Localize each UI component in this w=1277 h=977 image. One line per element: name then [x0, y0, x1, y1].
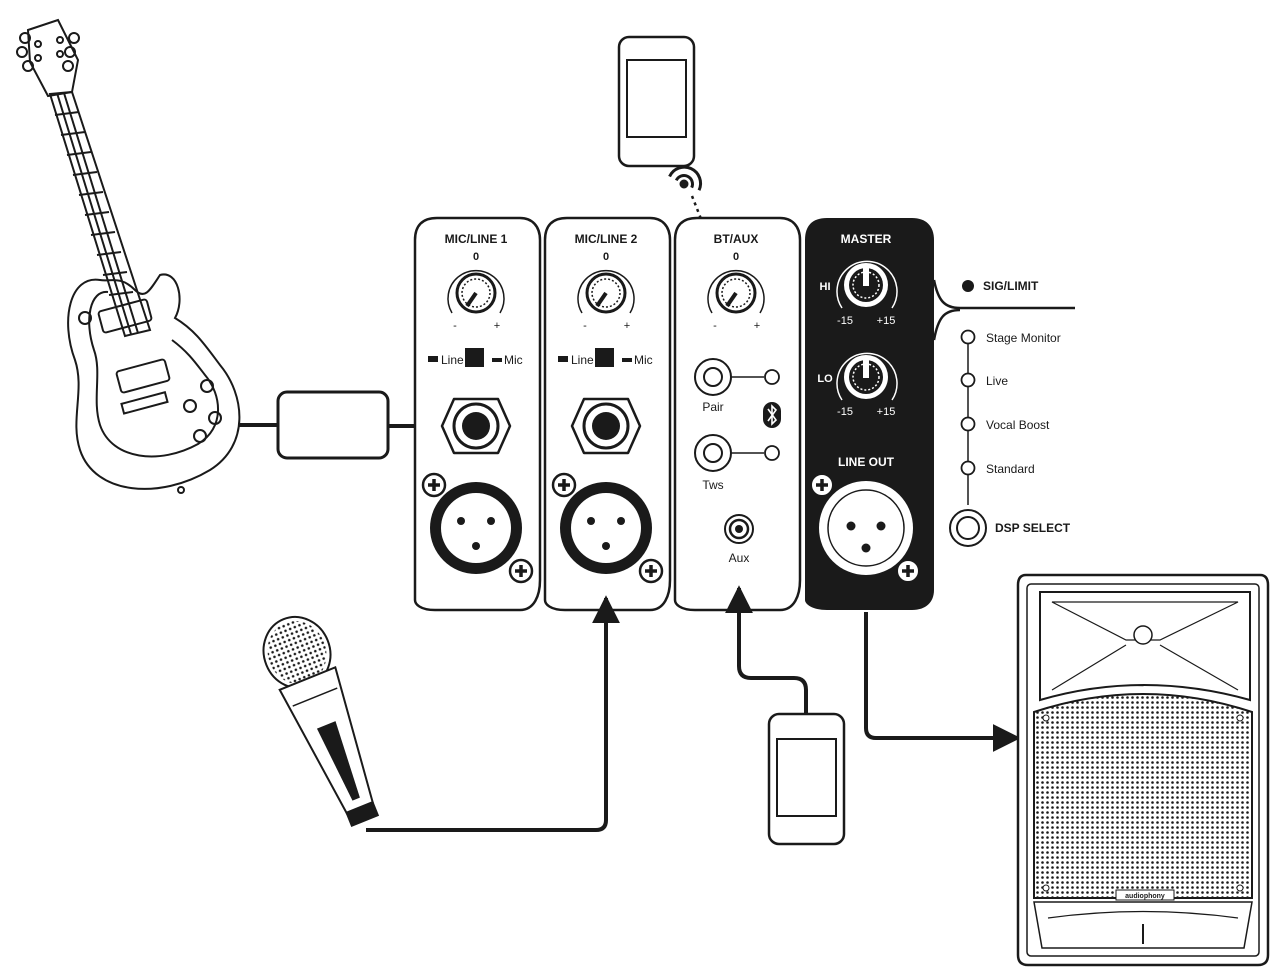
aux-input-jack[interactable]: [724, 514, 754, 544]
dsp-led-vocal-boost: [960, 416, 976, 432]
screw-icon: [508, 558, 534, 584]
tws-button[interactable]: [694, 434, 732, 472]
bt-aux-panel: BT/AUX 0 - + Pair Tws: [673, 216, 802, 612]
channel-1-gain-max: +: [494, 320, 500, 332]
master-title: MASTER: [841, 232, 892, 246]
channel-1-line-label: Line: [441, 353, 464, 367]
hi-eq-max: +15: [877, 315, 896, 327]
sig-limit-label: SIG/LIMIT: [983, 279, 1039, 293]
dsp-led-stage-monitor: [960, 329, 976, 345]
bluetooth-icon: [763, 402, 781, 428]
phone-icon: [617, 35, 696, 168]
screw-icon: [638, 558, 664, 584]
channel-2-gain-min: -: [583, 320, 587, 332]
lo-eq-max: +15: [877, 406, 896, 418]
wireless-signal-icon: [668, 165, 703, 191]
channel-2-jack-input[interactable]: [570, 397, 642, 455]
dsp-select-label: DSP SELECT: [995, 521, 1071, 535]
master-panel: MASTER HI -15 +15 LO -15 +15 LINE OUT: [805, 218, 934, 610]
lo-eq-label: LO: [817, 373, 833, 385]
channel-1-gain-min: -: [453, 320, 457, 332]
dsp-mode-list: Stage Monitor Live Vocal Boost Standard: [960, 329, 1061, 505]
channel-2-xlr-input[interactable]: [560, 482, 652, 574]
channel-2-gain-knob[interactable]: [577, 269, 635, 314]
screw-icon: [551, 472, 577, 498]
pair-led: [764, 369, 780, 385]
speaker-brand-logo: audiophony: [1125, 893, 1165, 900]
channel-1-line-mic-switch[interactable]: [465, 348, 484, 367]
channel-2-gain-zero: 0: [603, 251, 609, 263]
mic-cable: [366, 595, 620, 832]
channel-2-line-mic-switch[interactable]: [595, 348, 614, 367]
channel-1-mic-label: Mic: [504, 353, 523, 367]
channel-1-title: MIC/LINE 1: [445, 232, 508, 246]
phone-icon: [767, 712, 846, 846]
hi-eq-knob[interactable]: [836, 260, 898, 309]
channel-2-title: MIC/LINE 2: [575, 232, 638, 246]
dsp-mode-label: Live: [986, 374, 1008, 388]
bt-aux-gain-max: +: [754, 320, 760, 332]
channel-2-panel: MIC/LINE 2 0 - + Line Mic: [543, 216, 672, 612]
aux-label: Aux: [729, 551, 750, 565]
line-out-cable: [864, 612, 1021, 752]
channel-1-xlr-input[interactable]: [430, 482, 522, 574]
bt-aux-gain-zero: 0: [733, 251, 739, 263]
dsp-led-live: [960, 372, 976, 388]
dsp-led-standard: [960, 460, 976, 476]
channel-2-line-label: Line: [571, 353, 594, 367]
channel-1-gain-knob[interactable]: [447, 269, 505, 314]
channel-2-gain-max: +: [624, 320, 630, 332]
lo-eq-min: -15: [837, 406, 853, 418]
channel-1-gain-zero: 0: [473, 251, 479, 263]
channel-1-jack-input[interactable]: [440, 397, 512, 455]
tws-led: [764, 445, 780, 461]
line-out-label: LINE OUT: [838, 455, 895, 469]
channel-1-panel: MIC/LINE 1 0 - + Line Mic: [413, 216, 542, 612]
guitar-icon: [16, 18, 241, 494]
bt-aux-gain-knob[interactable]: [707, 269, 765, 314]
lo-eq-knob[interactable]: [836, 352, 898, 401]
dsp-mode-label: Vocal Boost: [986, 418, 1050, 432]
dsp-mode-label: Standard: [986, 462, 1035, 476]
channel-2-mic-label: Mic: [634, 353, 653, 367]
tws-label: Tws: [702, 478, 723, 492]
screw-icon: [896, 559, 920, 583]
screw-icon: [421, 472, 447, 498]
dsp-select-button[interactable]: [949, 509, 987, 547]
bt-aux-title: BT/AUX: [714, 232, 759, 246]
screw-icon: [810, 473, 834, 497]
bt-aux-gain-min: -: [713, 320, 717, 332]
aux-cable: [725, 585, 808, 714]
line-out-xlr[interactable]: [819, 481, 913, 575]
hi-eq-label: HI: [820, 281, 831, 293]
speaker-icon: audiophony: [1016, 573, 1270, 967]
dsp-mode-label: Stage Monitor: [986, 331, 1061, 345]
hi-eq-min: -15: [837, 315, 853, 327]
pair-label: Pair: [702, 400, 723, 414]
microphone-icon: [262, 615, 380, 827]
sig-limit-led: [962, 280, 974, 292]
pair-button[interactable]: [694, 358, 732, 396]
di-box: [276, 390, 390, 460]
